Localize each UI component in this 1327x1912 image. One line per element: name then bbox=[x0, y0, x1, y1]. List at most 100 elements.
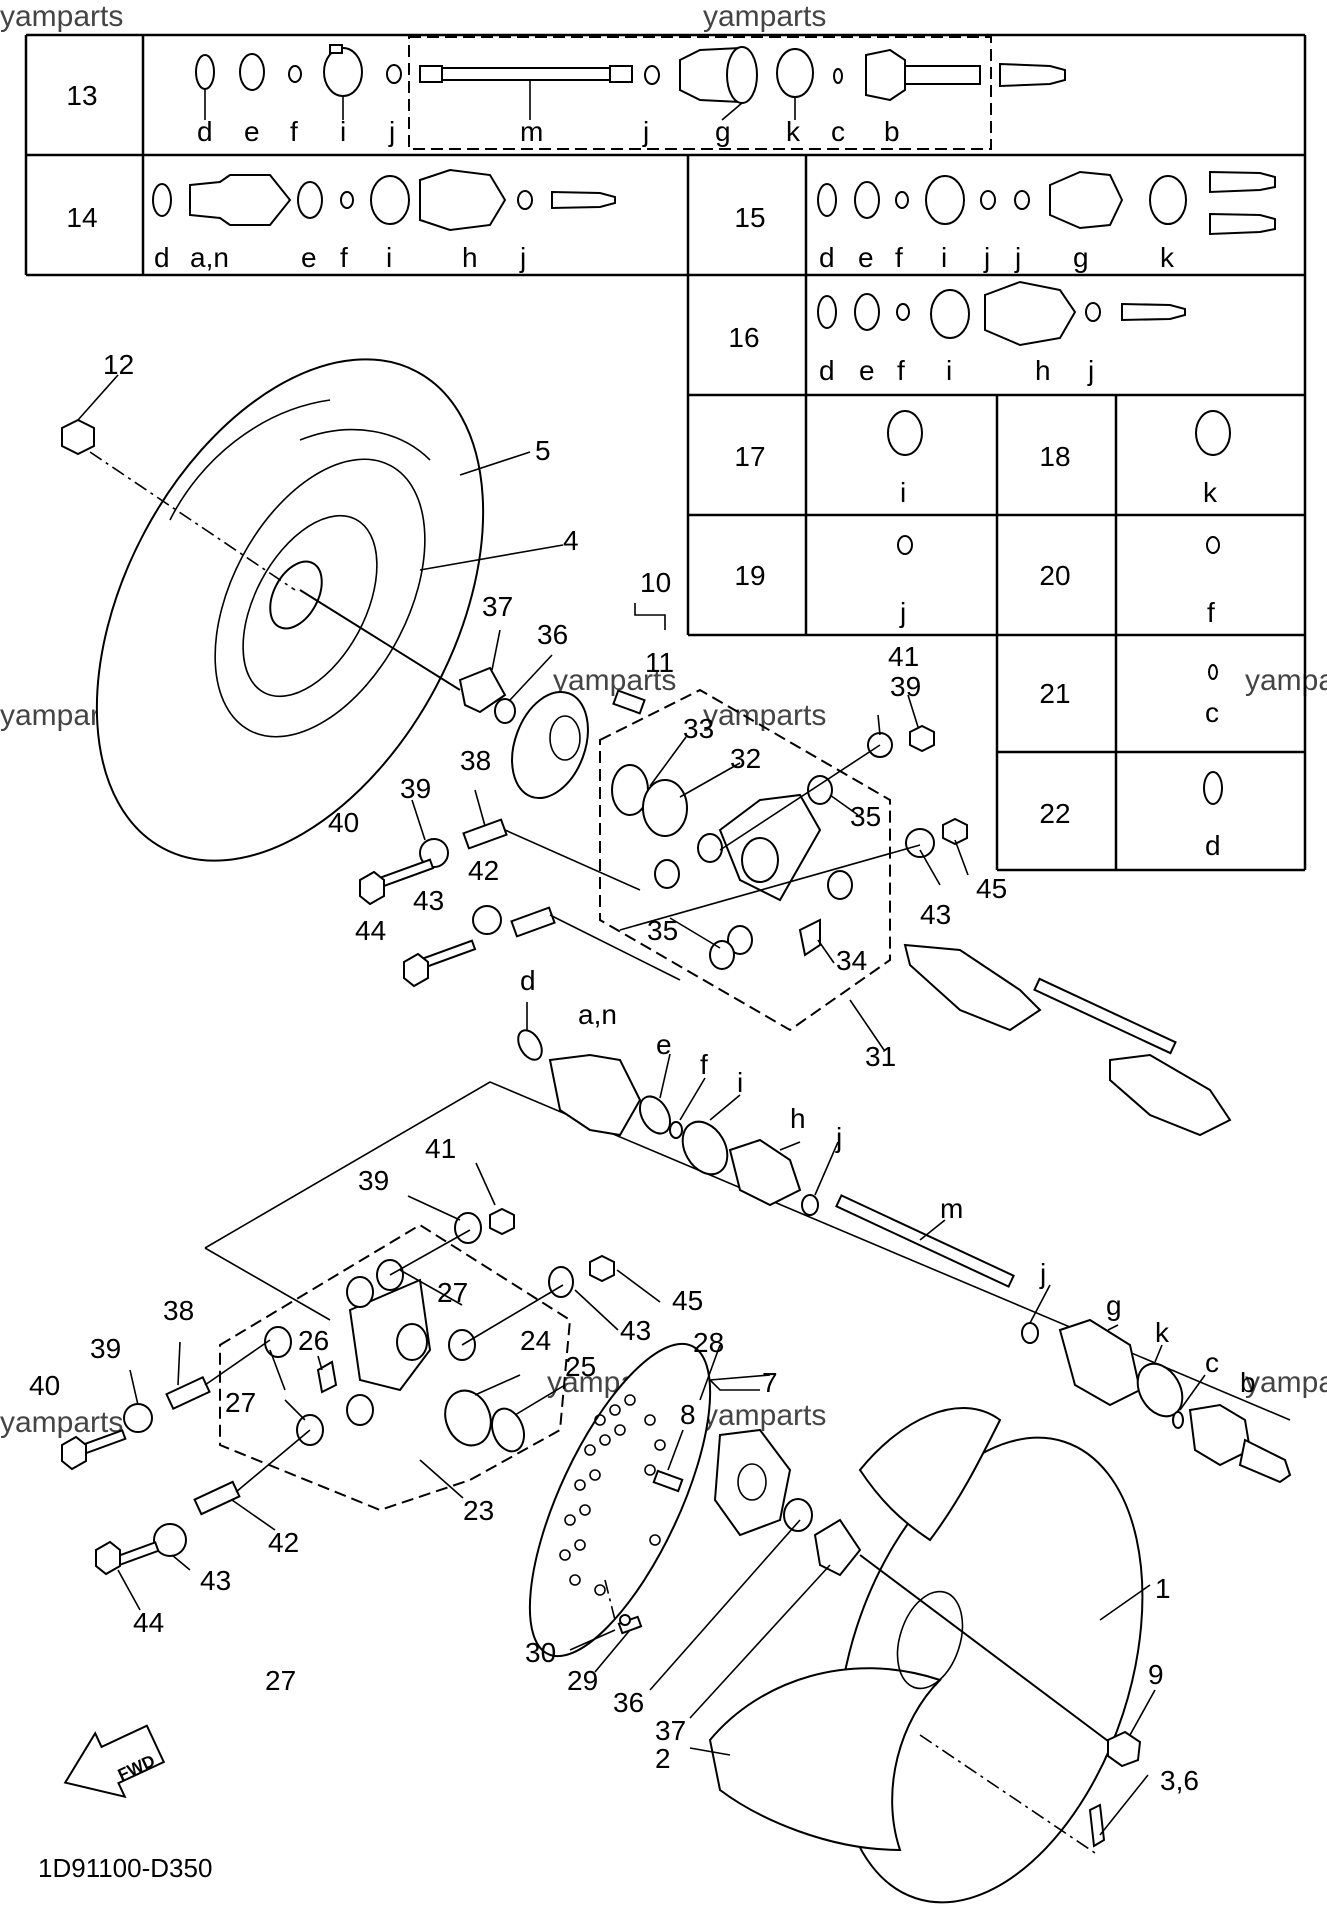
shaft-stub-icon bbox=[1209, 212, 1276, 236]
part-letter-j: j bbox=[642, 116, 649, 147]
joint-an-icon bbox=[548, 1053, 642, 1137]
collar-icon bbox=[165, 1375, 211, 1411]
callout-39: 39 bbox=[358, 1165, 389, 1196]
cv-joint-icon bbox=[1109, 1053, 1232, 1137]
circlip-d-icon bbox=[195, 54, 215, 90]
band-i-icon bbox=[930, 289, 970, 339]
part-letter-d: d bbox=[154, 242, 170, 273]
callout-letter-d: d bbox=[520, 965, 536, 996]
shaft-m-icon bbox=[835, 1194, 1015, 1288]
shaft-stub-icon bbox=[551, 190, 616, 210]
part-letter-j: j bbox=[899, 597, 906, 628]
watermark-text: yamparts bbox=[0, 0, 123, 33]
callout-39: 39 bbox=[400, 773, 431, 804]
part-letter-i: i bbox=[386, 242, 392, 273]
callout-11: 11 bbox=[645, 647, 674, 678]
brake-disc-holes bbox=[559, 1394, 666, 1596]
rim-hub-icon bbox=[896, 1590, 964, 1690]
front-wheel-assembly bbox=[61, 358, 646, 862]
wheel-rim-icon bbox=[858, 1407, 1002, 1542]
callout-34: 34 bbox=[836, 945, 867, 976]
band-j-icon bbox=[801, 1194, 819, 1216]
callout-letter-an: a,n bbox=[578, 999, 617, 1030]
shaft-assembly-outline bbox=[408, 36, 992, 150]
kit-row-13-number: 13 bbox=[66, 80, 97, 111]
callout-5: 5 bbox=[535, 435, 551, 466]
callout-33: 33 bbox=[683, 713, 714, 744]
kit-row-19-number: 19 bbox=[734, 560, 765, 591]
band-i-icon bbox=[925, 175, 965, 225]
band-j-icon bbox=[980, 190, 996, 210]
shaft-spline-icon bbox=[609, 65, 633, 83]
wheel-rim-icon bbox=[708, 1667, 942, 1852]
hub-center-icon bbox=[549, 715, 581, 761]
bolt-icon bbox=[612, 689, 646, 715]
kit-row-15-number: 15 bbox=[734, 202, 765, 233]
band-i-icon bbox=[370, 175, 410, 225]
rim-inner-icon bbox=[242, 514, 378, 698]
nut-icon bbox=[61, 418, 95, 456]
band-j-icon bbox=[386, 64, 402, 84]
assembly-outline bbox=[599, 688, 891, 1032]
part-letter-k: k bbox=[786, 116, 801, 147]
callout-letter-i: i bbox=[737, 1067, 743, 1098]
kit-single-parts: i k j f c d bbox=[887, 410, 1231, 861]
washer-icon bbox=[153, 1523, 187, 1557]
part-letter-i: i bbox=[340, 116, 346, 147]
callout-43: 43 bbox=[200, 1565, 231, 1596]
watermark-text: yamparts bbox=[553, 664, 676, 697]
callout-29: 29 bbox=[567, 1665, 598, 1696]
joint-b-icon bbox=[865, 48, 906, 102]
callout-letter-e: e bbox=[656, 1029, 672, 1060]
bushing-icon bbox=[264, 1326, 292, 1358]
boot-g-icon bbox=[1058, 1318, 1142, 1407]
brake-disc-icon bbox=[528, 1342, 712, 1658]
callout-3-6: 3,6 bbox=[1160, 1765, 1199, 1796]
part-letter-j: j bbox=[519, 242, 526, 273]
washer-icon bbox=[548, 1266, 574, 1298]
callout-25: 25 bbox=[565, 1351, 596, 1382]
kit-row-14-parts: d a,n e f i h j bbox=[152, 168, 616, 273]
callout-43: 43 bbox=[920, 899, 951, 930]
part-letter-d: d bbox=[1205, 830, 1221, 861]
callout-letter-j: j bbox=[1039, 1258, 1046, 1289]
kit-row-15-parts: d e f i j j g k bbox=[817, 170, 1276, 273]
callout-27: 27 bbox=[437, 1277, 468, 1308]
part-letter-j: j bbox=[388, 116, 395, 147]
callout-42: 42 bbox=[268, 1527, 299, 1558]
kit-row-13-parts: d e f i j m j g k c b bbox=[195, 36, 1066, 150]
circlip-e-icon bbox=[239, 53, 265, 91]
callout-43: 43 bbox=[620, 1315, 651, 1346]
kit-row-16-parts: d e f i h j bbox=[817, 280, 1186, 386]
part-letter-c: c bbox=[831, 116, 845, 147]
bushing-icon bbox=[727, 925, 753, 955]
callout-31: 31 bbox=[865, 1041, 896, 1072]
hub-icon bbox=[269, 560, 323, 630]
kit-row-18-number: 18 bbox=[1039, 441, 1070, 472]
rear-wheel-assembly bbox=[708, 1407, 1144, 1904]
bushing-icon bbox=[697, 833, 723, 863]
circlip-d-icon bbox=[1203, 771, 1223, 805]
shaft-stub-icon bbox=[1209, 170, 1276, 194]
part-letter-b: b bbox=[884, 116, 900, 147]
nut-icon bbox=[589, 1254, 615, 1283]
callout-41: 41 bbox=[888, 641, 919, 672]
callout-23: 23 bbox=[463, 1495, 494, 1526]
nut-icon bbox=[1107, 1730, 1142, 1768]
callout-27: 27 bbox=[225, 1387, 256, 1418]
callout-37: 37 bbox=[655, 1715, 686, 1746]
drive-shaft-icon bbox=[1033, 977, 1177, 1055]
part-letter-h: h bbox=[462, 242, 478, 273]
rim-icon bbox=[214, 458, 426, 738]
callout-28: 28 bbox=[693, 1327, 724, 1358]
part-letter-g: g bbox=[715, 116, 731, 147]
circlip-d-icon bbox=[152, 183, 172, 217]
bolt-icon bbox=[376, 858, 435, 889]
callout-letter-k: k bbox=[1155, 1317, 1170, 1348]
callout-36: 36 bbox=[613, 1687, 644, 1718]
valve-stem-icon bbox=[1088, 1803, 1106, 1848]
washer-icon bbox=[454, 1212, 482, 1244]
callout-39: 39 bbox=[890, 671, 921, 702]
part-letter-c: c bbox=[1205, 697, 1219, 728]
